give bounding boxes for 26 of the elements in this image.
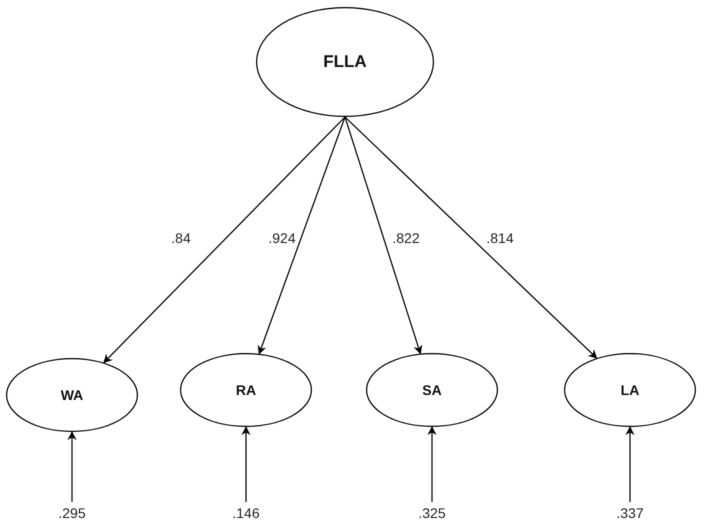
arrow (68, 431, 76, 502)
error-variance-value: .325 (412, 504, 452, 522)
latent-variable-ellipse (256, 7, 434, 117)
path-coefficient: .822 (391, 230, 421, 246)
arrow (103, 116, 346, 364)
path-coefficient: .84 (170, 230, 192, 246)
arrow (428, 426, 436, 502)
path-coefficient: .924 (267, 230, 297, 246)
variable-name: RA (236, 382, 256, 398)
path-coefficient: .814 (485, 230, 515, 246)
variable-name: WA (60, 387, 84, 403)
latent-variable-ellipse (564, 353, 696, 427)
variable-name: SA (422, 382, 442, 398)
arrow (242, 426, 250, 502)
arrow (626, 426, 634, 502)
latent-variable-ellipse (6, 358, 138, 432)
error-variance-value: .337 (610, 504, 650, 522)
arrow (344, 116, 422, 354)
arrow (344, 116, 598, 359)
error-variance-value: .146 (226, 504, 266, 522)
variable-name: FLLA (323, 52, 367, 72)
arrow (258, 116, 346, 355)
variable-name: LA (620, 382, 640, 398)
latent-variable-ellipse (366, 353, 498, 427)
error-variance-value: .295 (52, 504, 92, 522)
latent-variable-ellipse (180, 353, 312, 427)
